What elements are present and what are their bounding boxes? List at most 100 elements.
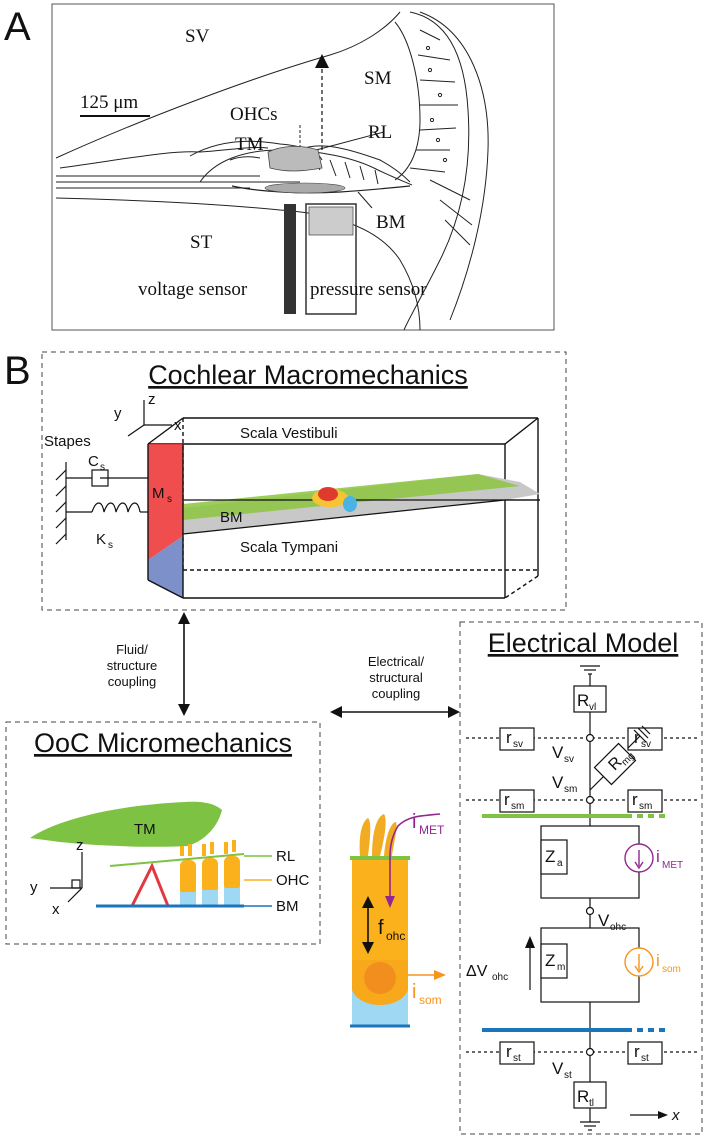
label-vsm: V [552, 773, 564, 792]
micro-tm-shape [30, 801, 222, 847]
electrical-coupling-arrowhead-right [448, 706, 460, 718]
electrical-coupling-line-3: coupling [372, 686, 420, 701]
micro-ohcs [180, 856, 240, 906]
micro-hair-bundles [180, 840, 236, 856]
ohc-cell-diagram [350, 814, 410, 1028]
fluid-coupling-line-3: coupling [108, 674, 156, 689]
fluid-coupling-line-2: structure [107, 658, 158, 673]
wave-trough [343, 496, 357, 512]
cochlea-section-drawing [55, 11, 489, 331]
micro-axes [50, 852, 83, 903]
label-ks-sub: s [108, 540, 113, 551]
label-vohc-sub: ohc [610, 922, 626, 933]
label-zm-sub: m [557, 962, 565, 973]
label-pressure-sensor: pressure sensor [310, 279, 427, 300]
round-window [148, 536, 183, 598]
label-rsv-left-sub: sv [513, 739, 523, 750]
label-vsm-sub: sm [564, 784, 577, 795]
cell-label-isom: i [412, 981, 416, 1003]
micro-label-ohc: OHC [276, 872, 310, 889]
fluid-coupling-arrowhead-bottom [178, 704, 190, 716]
label-rvl-sub: vl [589, 702, 596, 713]
label-ms-sub: s [167, 494, 172, 505]
label-rst-right: r [634, 1042, 640, 1061]
label-cs-sub: s [100, 462, 105, 473]
bm-edge-front [182, 499, 506, 535]
pressure-sensor-probe [305, 203, 357, 315]
label-vsv: V [552, 743, 564, 762]
micro-label-tm: TM [134, 821, 156, 838]
cell-met-current-path [389, 813, 441, 900]
label-vst-sub: st [564, 1070, 572, 1081]
label-imet-sub: MET [662, 860, 683, 871]
macro-axes [127, 400, 172, 437]
label-rtl: R [577, 1087, 589, 1106]
cell-force-arrowhead-top [362, 896, 374, 908]
label-rst-left-sub: st [513, 1053, 521, 1064]
stapes-window [148, 444, 183, 560]
label-rsv-right-sub: sv [641, 739, 651, 750]
macro-axis-x: x [174, 417, 182, 434]
pressure-sensor-tip [308, 206, 354, 236]
bm-shading [264, 182, 346, 194]
label-ohcs: OHCs [230, 104, 278, 125]
label-za: Z [545, 847, 555, 866]
electrical-coupling-arrowhead-left [330, 706, 342, 718]
cell-som-current-arrowhead [434, 970, 446, 980]
electrical-model-box [459, 621, 703, 1135]
label-zm: Z [545, 951, 555, 970]
scale-bar-label: 125 μm [80, 92, 138, 113]
label-scala-vestibuli: Scala Vestibuli [240, 425, 338, 442]
cell-met-current-arrowhead [385, 896, 395, 908]
cell-label-fohc: f [378, 917, 384, 939]
label-voltage-sensor: voltage sensor [138, 279, 248, 300]
imet-source-arrowhead [634, 861, 644, 870]
label-rst-left: r [506, 1042, 512, 1061]
label-sv: SV [185, 26, 210, 47]
label-scala-tympani: Scala Tympani [240, 539, 338, 556]
label-isom-sub: som [662, 964, 681, 975]
fluid-coupling-arrowhead-top [178, 612, 190, 624]
label-rsv-left: r [506, 728, 512, 747]
label-stapes: Stapes [44, 433, 91, 450]
label-electrical-x: x [671, 1107, 680, 1124]
label-vst: V [552, 1059, 564, 1078]
macro-axis-z: z [148, 391, 156, 408]
micromechanics-box [5, 721, 321, 945]
label-za-sub: a [557, 858, 563, 869]
fluid-coupling-line-1: Fluid/ [116, 642, 148, 657]
measurement-axis-arrowhead [315, 54, 329, 68]
isom-source-arrowhead [634, 965, 644, 974]
label-rsm-right: r [632, 790, 638, 809]
label-cs: C [88, 453, 99, 470]
macromechanics-title: Cochlear Macromechanics [148, 360, 468, 390]
cell-force-arrowhead-bottom [362, 942, 374, 954]
label-imet: i [656, 847, 660, 866]
micro-pillar-cells [130, 862, 170, 907]
cell-label-isom-sub: som [419, 993, 442, 1007]
label-rsm-right-sub: sm [639, 801, 652, 812]
electrical-coupling-line-2: structural [369, 670, 423, 685]
cell-label-fohc-sub: ohc [386, 929, 405, 943]
panel-a-letter: A [4, 5, 31, 49]
zm-element [540, 943, 568, 979]
ohc-region-shading [267, 146, 323, 172]
label-dvohc-sub: ohc [492, 972, 508, 983]
electrical-circuit [466, 665, 700, 1131]
label-bm: BM [376, 212, 406, 233]
cell-label-imet: i [412, 811, 416, 833]
label-ks: K [96, 531, 106, 548]
label-rvl: R [577, 691, 589, 710]
micromechanics-title: OoC Micromechanics [34, 728, 292, 758]
label-rtl-sub: tl [589, 1098, 594, 1109]
label-isom: i [656, 951, 660, 970]
za-element [540, 839, 568, 875]
label-macro-bm: BM [220, 509, 243, 526]
macromechanics-box [41, 351, 567, 611]
wave-peak-inner [318, 487, 338, 501]
box-bottom-left-edge [147, 579, 184, 599]
label-dvohc: ΔV [466, 963, 488, 980]
label-vohc: V [598, 911, 610, 930]
electrical-x-axis-arrowhead [658, 1111, 668, 1119]
